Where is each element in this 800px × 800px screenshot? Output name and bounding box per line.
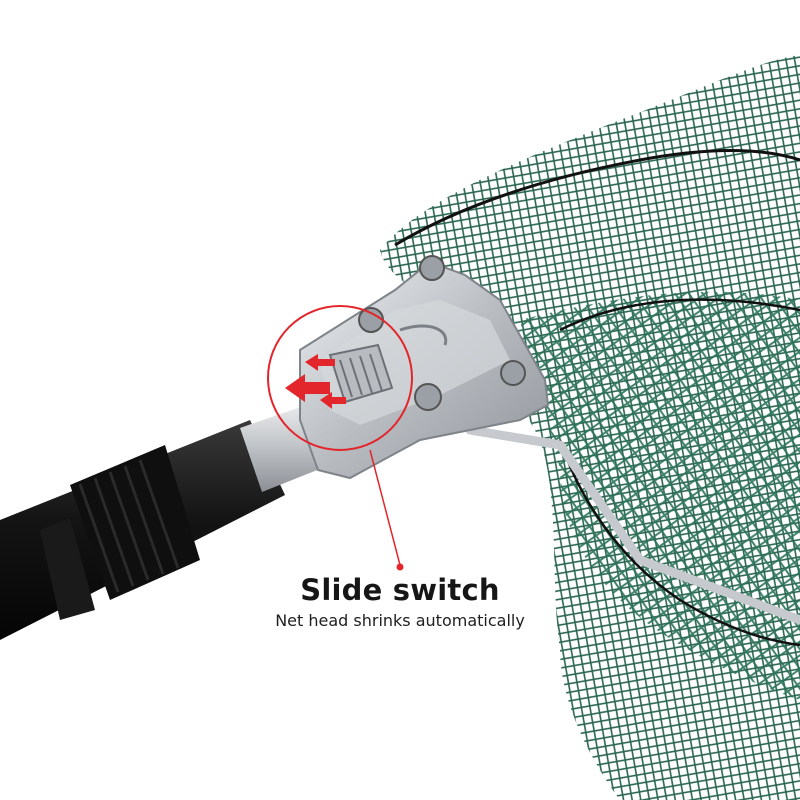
slide-switch: [328, 343, 394, 404]
callout-leader-line: [369, 449, 401, 566]
callout-subtitle: Net head shrinks automatically: [275, 611, 525, 630]
callout-leader-dot: [396, 563, 404, 571]
direction-arrows-icon: [285, 354, 346, 409]
net-frame-rod: [465, 425, 800, 625]
handle: [0, 420, 285, 640]
callout-title: Slide switch: [300, 573, 500, 607]
switch-highlight: [267, 305, 413, 451]
